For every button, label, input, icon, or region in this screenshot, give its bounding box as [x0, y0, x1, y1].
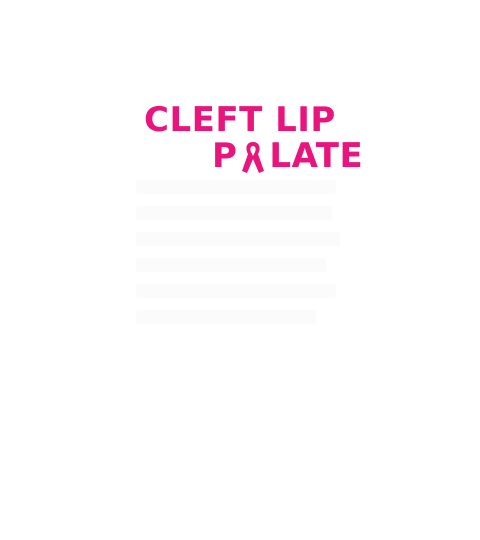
title-line-2-prefix: P — [212, 136, 238, 176]
title-line-2: P LATE — [212, 136, 363, 176]
title-line-1: CLEFT LIP — [144, 100, 336, 140]
title-line-2-suffix: LATE — [269, 136, 364, 176]
faded-line — [136, 284, 336, 298]
faded-line — [136, 258, 326, 272]
faded-line — [136, 232, 340, 246]
faded-line — [136, 206, 332, 220]
faded-text-block — [136, 180, 344, 336]
awareness-ribbon-icon — [238, 138, 268, 174]
shirt-design: CLEFT LIP P LATE — [136, 96, 363, 336]
faded-line — [136, 310, 316, 324]
faded-line — [136, 180, 336, 194]
